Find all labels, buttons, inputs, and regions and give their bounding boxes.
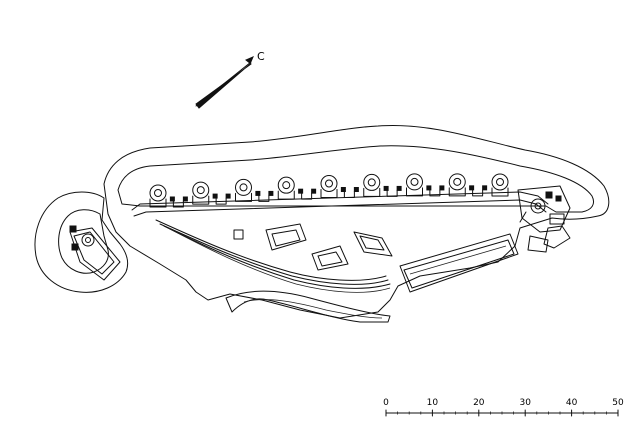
scale-tick-label: 0 [383,398,389,408]
wall-tower [448,173,466,197]
north-arrow: С [195,50,265,109]
wall-tower [192,181,210,205]
wall-room [429,189,441,197]
west-gate-tower [69,225,121,281]
wall-room [301,192,313,200]
wall-tower [320,175,338,198]
wall-chamber-marker [469,185,475,191]
wall-room [343,191,355,198]
wall-tower [406,173,423,197]
eastern-long-block [399,233,519,293]
wall-chamber-marker [255,190,261,196]
wall-chamber-marker [311,188,317,194]
scale-tick-label: 10 [427,398,439,408]
wall-chamber-marker [396,185,402,191]
main-wall [131,191,549,217]
western-outcrop-contour [34,191,129,293]
lower-curved-wall [225,290,391,323]
terrace-inner-contour [117,145,595,213]
wall-tower [149,184,167,208]
scale-bar: 0 10 20 30 40 50 [383,398,624,417]
wall-tower [363,173,381,197]
wall-room [172,200,184,208]
wall-chamber-marker [340,187,346,192]
east-complex [517,185,571,253]
wall-tower [277,176,295,200]
wall-tower [491,173,509,197]
scale-tick-label: 40 [566,398,578,408]
wall-chamber-marker [439,185,445,191]
southern-curved-walls [155,219,391,293]
wall-chamber-marker [298,188,304,194]
central-blocks [233,223,393,271]
hill-outer-contour [103,124,610,319]
wall-chamber-marker [212,193,218,199]
wall-chamber-marker [426,185,432,191]
scale-tick-label: 20 [473,398,485,408]
scale-tick-label: 30 [519,398,531,408]
wall-chamber-marker [268,190,274,196]
scale-tick-label: 50 [612,398,624,408]
north-arrow-label: С [257,50,265,63]
wall-room [472,189,484,197]
wall-room [258,194,270,202]
wall-chamber-marker [225,193,231,199]
wall-chamber-marker [169,196,175,202]
wall-chamber-marker [383,185,389,191]
wall-chamber-marker [182,196,188,202]
wall-tower [235,178,252,202]
wall-towers [149,173,509,208]
wall-chamber-marker [353,187,359,192]
wall-chamber-marker [482,185,488,191]
wall-room [215,197,227,205]
wall-room [386,189,398,197]
western-outcrop-inner [58,209,109,274]
